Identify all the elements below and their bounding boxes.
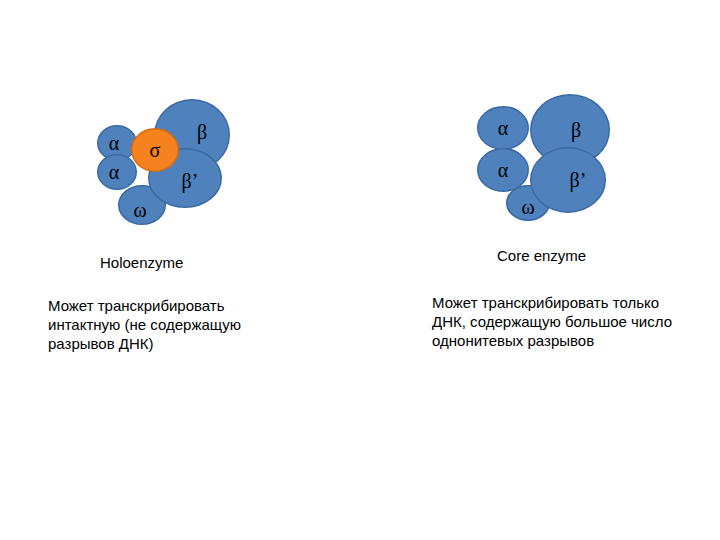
subunit-ellipse xyxy=(507,186,550,221)
subunit-circle: β’ xyxy=(530,147,606,213)
subunit-letter: β’ xyxy=(570,170,587,190)
subunit-letter: β xyxy=(571,120,581,140)
subunit-ellipse xyxy=(478,107,529,150)
subunit-circle: σ xyxy=(131,128,179,172)
subunit-ellipse xyxy=(531,148,606,213)
subunit-circle: α xyxy=(97,154,137,190)
subunit-letter: α xyxy=(498,118,508,138)
subunit-ellipse xyxy=(119,186,166,225)
subunit-circle: α xyxy=(477,148,529,192)
subunit-letter: α xyxy=(109,162,119,182)
subunit-circle: α xyxy=(477,106,529,150)
description-note: Может транскрибировать только ДНК, содер… xyxy=(432,293,694,350)
subunit-letter: β xyxy=(197,122,207,142)
subunit-ellipse xyxy=(98,155,137,190)
enzyme-name: Holoenzyme xyxy=(100,253,300,272)
subunit-ellipse xyxy=(132,129,179,172)
subunit-ellipse xyxy=(149,149,222,208)
subunit-letter: σ xyxy=(150,140,161,160)
subunit-letter: α xyxy=(109,133,119,153)
enzyme-name: Core enzyme xyxy=(497,246,697,265)
subunit-letter: β’ xyxy=(182,171,199,191)
subunit-ellipse xyxy=(478,149,529,192)
subunit-shape xyxy=(530,147,606,213)
description-note: Может транскрибировать интактную (не сод… xyxy=(48,296,293,353)
subunit-letter: α xyxy=(498,160,508,180)
subunit-letter: ω xyxy=(521,197,534,217)
subunit-letter: ω xyxy=(133,200,146,220)
